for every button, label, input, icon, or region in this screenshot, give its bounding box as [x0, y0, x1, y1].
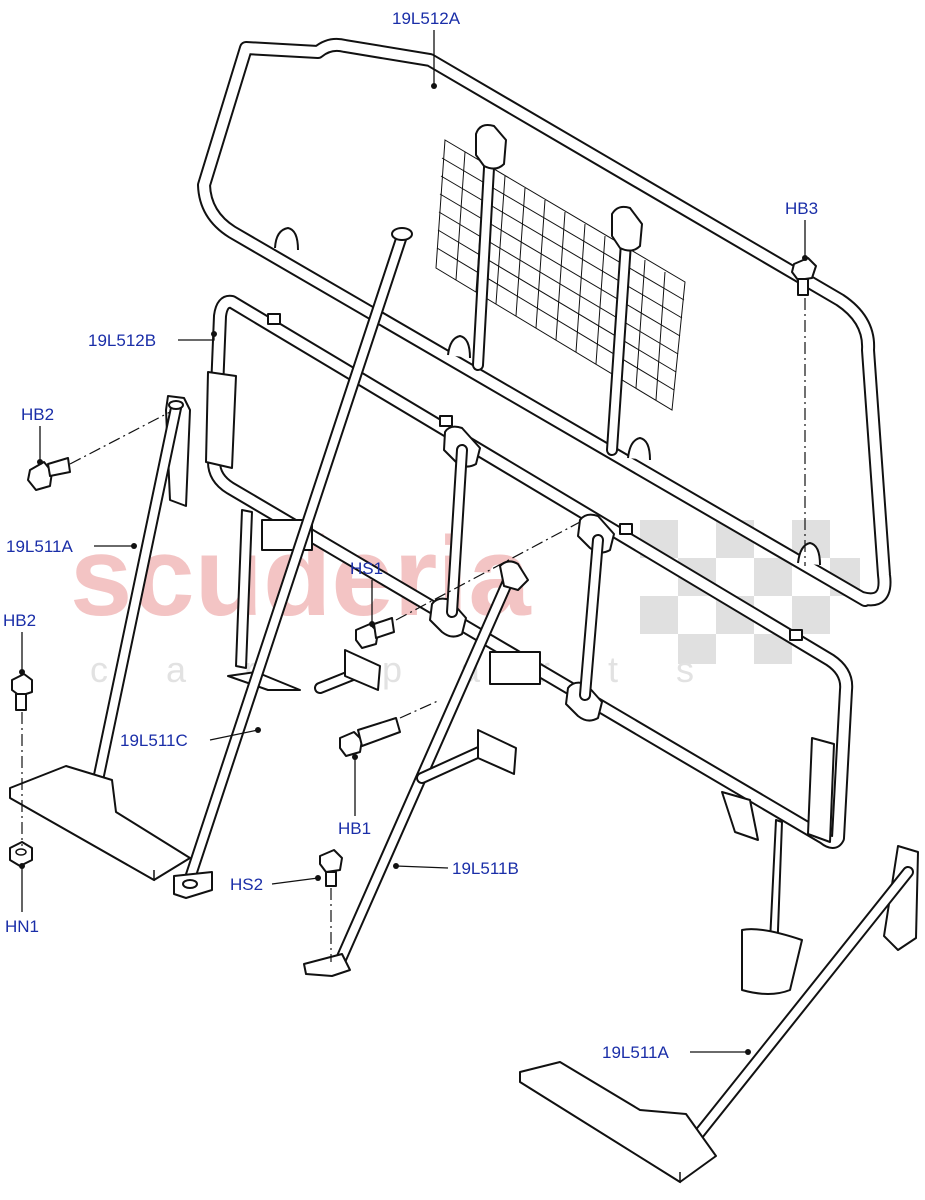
callout-19L511A-left: 19L511A	[6, 537, 73, 556]
callout-HS2: HS2	[230, 875, 263, 894]
callout-19L511A-right: 19L511A	[602, 1043, 669, 1062]
stay-19L511B	[303, 560, 529, 977]
stay-19L511A-left	[9, 395, 191, 882]
bolt-HB2-lower	[11, 673, 33, 711]
callout-HB3: HB3	[785, 199, 818, 218]
stay-19L511A-right	[519, 845, 919, 1184]
guard-panel-19L512A	[197, 37, 892, 607]
bolt-HB2-upper	[27, 457, 71, 491]
callout-HB2-lower: HB2	[3, 611, 36, 630]
callout-HB1: HB1	[338, 819, 371, 838]
callout-HB2-upper: HB2	[21, 405, 54, 424]
callout-19L512A: 19L512A	[392, 9, 461, 28]
bolt-HB1	[339, 717, 401, 757]
callout-labels: 19L512A 19L512B HB3 HB2 19L511A HS1 HB2 …	[3, 9, 818, 1062]
watermark-tagline: car parts	[90, 649, 752, 690]
screw-HS2	[319, 849, 343, 887]
leader-lines	[19, 30, 808, 1055]
mesh-grid	[435, 139, 686, 411]
stay-19L511C	[173, 227, 413, 899]
callout-HS1: HS1	[350, 559, 383, 578]
nut-HN1	[9, 841, 33, 867]
callout-HN1: HN1	[5, 917, 39, 936]
callout-19L511C: 19L511C	[120, 731, 188, 750]
assembly-axis-lines	[21, 298, 806, 962]
guard-frame-19L512B	[205, 294, 854, 995]
callout-19L511B: 19L511B	[452, 859, 519, 878]
callout-19L512B: 19L512B	[88, 331, 156, 350]
checkered-flag-watermark	[640, 520, 860, 664]
